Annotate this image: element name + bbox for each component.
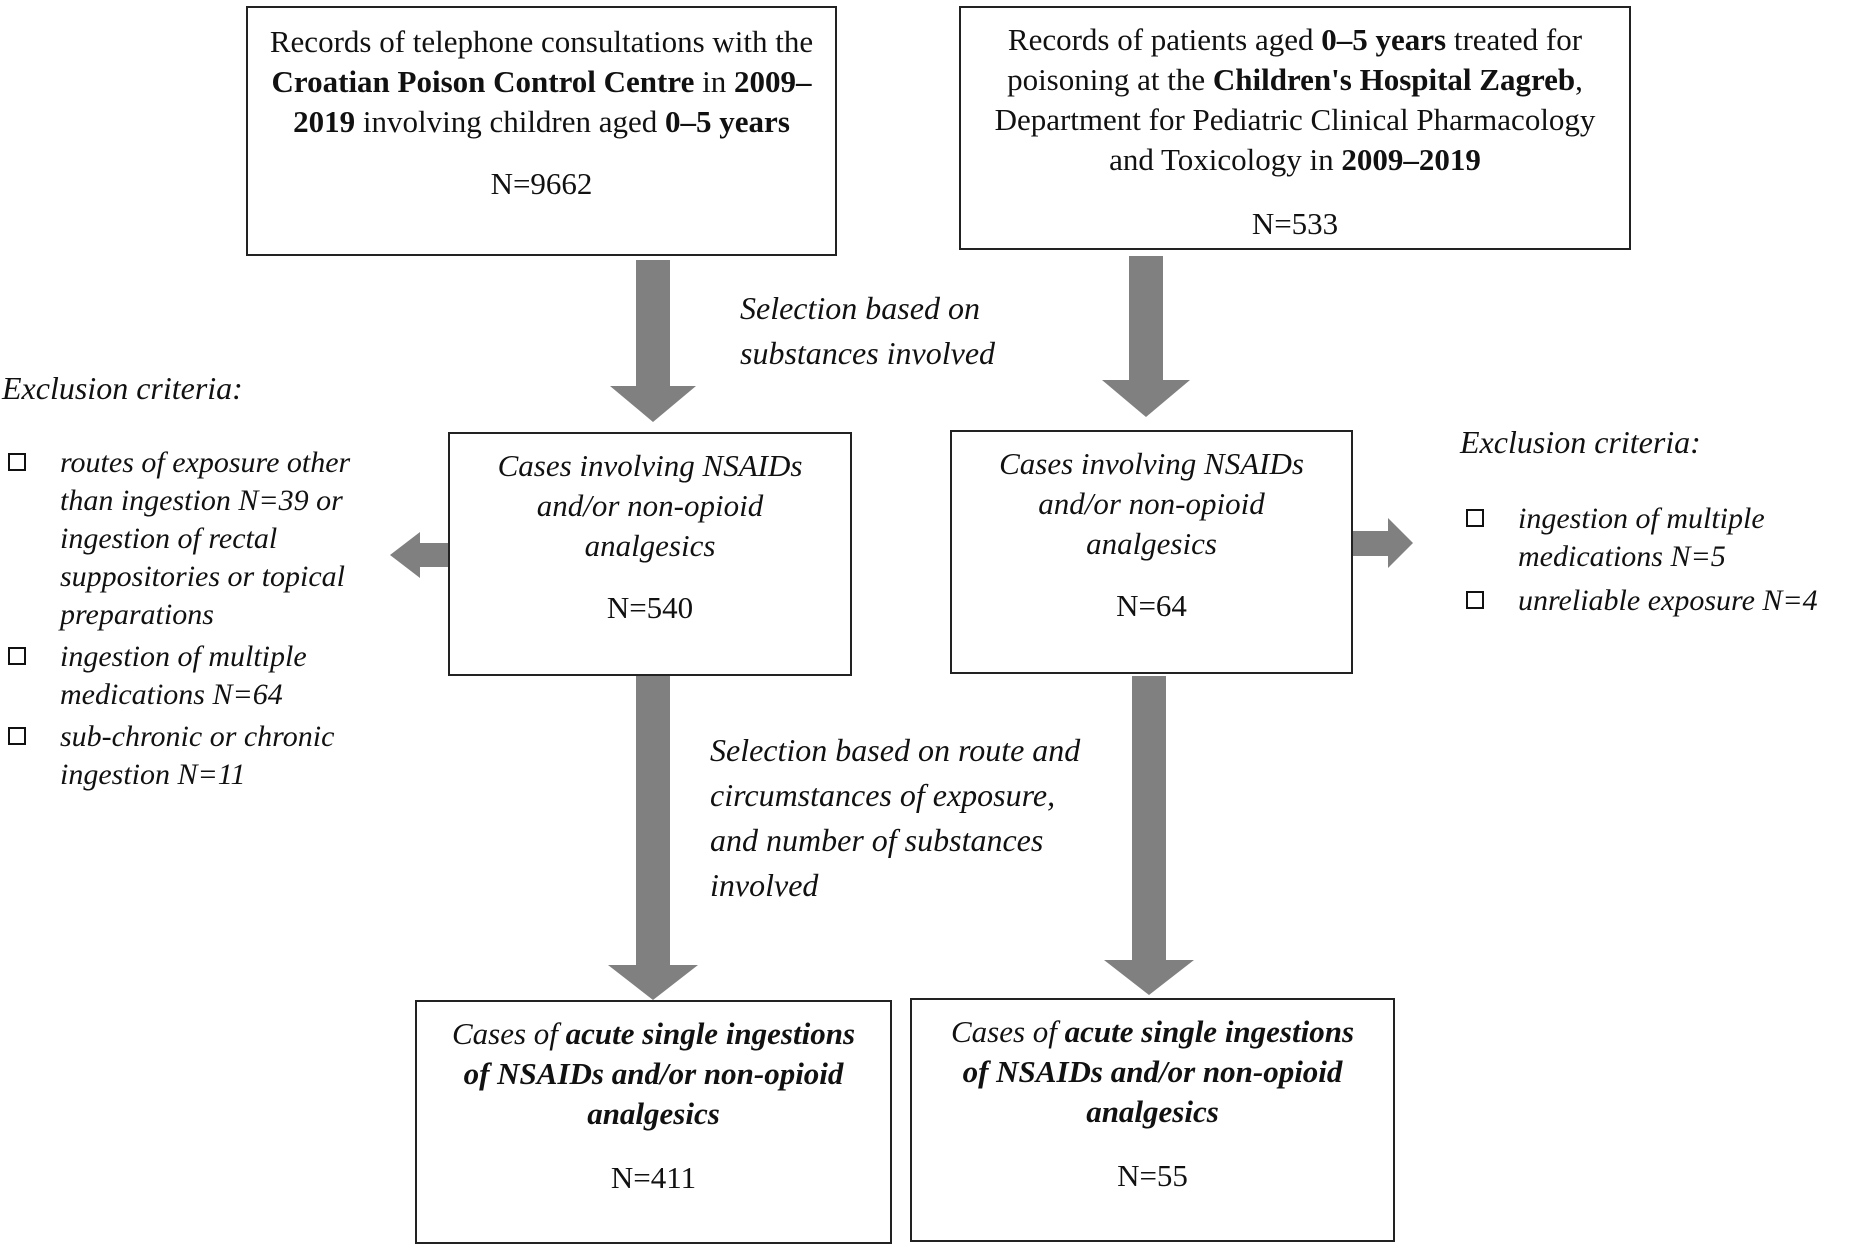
checkbox-icon (8, 453, 26, 471)
box-text-segment: , Department for Pediatric Clinical Phar… (994, 62, 1596, 177)
box-text: Cases involving NSAIDs and/or non-opioid… (982, 444, 1321, 564)
checkbox-icon (8, 647, 26, 665)
box-count: N=64 (1116, 588, 1187, 623)
box-text-segment: in (694, 64, 734, 99)
box-text-segment: Records of telephone consultations with … (269, 24, 814, 59)
exclusion-criteria-left-list: routes of exposure other than ingestion … (0, 444, 370, 794)
box-text-segment: treated for poisoning at the (1007, 22, 1583, 97)
exclusion-criteria-right-list: ingestion of multiple medications N=5 un… (1458, 500, 1850, 620)
box-count: N=9662 (490, 166, 593, 201)
box-text-segment: Cases involving NSAIDs and/or non-opioid… (497, 448, 803, 563)
exclusion-item-text: routes of exposure other than ingestion … (60, 446, 351, 631)
box-text: Cases of acute single ingestions of NSAI… (445, 1014, 862, 1134)
box-text-bold: Croatian Poison Control Centre (271, 64, 695, 99)
checkbox-icon (1466, 591, 1484, 609)
arrow-left-exclusion (390, 532, 448, 578)
box-text-bold: acute single ingestions of NSAIDs and/or… (962, 1014, 1355, 1129)
box-text: Cases of acute single ingestions of NSAI… (936, 1012, 1369, 1132)
exclusion-item: sub-chronic or chronic ingestion N=11 (0, 718, 370, 794)
exclusion-item: unreliable exposure N=4 (1458, 582, 1850, 620)
box-text-bold: 2009–2019 (1341, 142, 1481, 177)
box-text-bold: 2009–2019 (293, 64, 812, 139)
arrow-right-exclusion (1350, 518, 1413, 568)
box-nsaid-cases-left: Cases involving NSAIDs and/or non-opioid… (448, 432, 852, 676)
arrow-down-mid-right (1104, 676, 1194, 995)
exclusion-item-text: ingestion of multiple medications N=5 (1518, 502, 1765, 573)
box-text-bold: 0–5 years (665, 104, 790, 139)
selection-note-substances: Selection based on substances involved (740, 290, 996, 371)
box-text: Records of patients aged 0–5 years treat… (977, 20, 1613, 180)
exclusion-item: routes of exposure other than ingestion … (0, 444, 370, 634)
box-text-bold: acute single ingestions of NSAIDs and/or… (463, 1016, 856, 1131)
exclusion-item-text: unreliable exposure N=4 (1518, 584, 1818, 617)
box-count: N=533 (1251, 206, 1339, 241)
arrow-down-top-right (1102, 256, 1190, 417)
box-text: Records of telephone consultations with … (268, 22, 815, 142)
box-count: N=55 (1117, 1158, 1188, 1193)
box-acute-ingestions-left: Cases of acute single ingestions of NSAI… (415, 1000, 892, 1244)
selection-note-route: Selection based on route and circumstanc… (710, 732, 1081, 903)
box-count: N=411 (610, 1160, 697, 1195)
box-text-segment: Cases involving NSAIDs and/or non-opioid… (999, 446, 1304, 561)
exclusion-item-text: ingestion of multiple medications N=64 (60, 640, 307, 711)
arrow-down-top-left (610, 260, 696, 422)
box-acute-ingestions-right: Cases of acute single ingestions of NSAI… (910, 998, 1395, 1242)
box-text-segment: Cases of (950, 1014, 1065, 1049)
checkbox-icon (1466, 509, 1484, 527)
box-text-bold: 0–5 years (1321, 22, 1447, 57)
box-text: Cases involving NSAIDs and/or non-opioid… (480, 446, 820, 566)
box-text-segment: Records of patients aged (1007, 22, 1322, 57)
exclusion-item: ingestion of multiple medications N=5 (1458, 500, 1850, 576)
exclusion-item-text: sub-chronic or chronic ingestion N=11 (60, 720, 335, 791)
box-text-segment: Cases of (451, 1016, 566, 1051)
checkbox-icon (8, 727, 26, 745)
exclusion-item: ingestion of multiple medications N=64 (0, 638, 370, 714)
exclusion-criteria-left-title: Exclusion criteria: (2, 370, 243, 406)
arrow-down-mid-left (608, 676, 698, 1000)
box-text-bold: Children's Hospital Zagreb (1212, 62, 1576, 97)
box-nsaid-cases-right: Cases involving NSAIDs and/or non-opioid… (950, 430, 1353, 674)
exclusion-criteria-right-title: Exclusion criteria: (1460, 424, 1701, 460)
box-hospital-records: Records of patients aged 0–5 years treat… (959, 6, 1631, 250)
box-count: N=540 (606, 590, 694, 625)
box-text-segment: involving children aged (355, 104, 666, 139)
box-poison-control-records: Records of telephone consultations with … (246, 6, 837, 256)
